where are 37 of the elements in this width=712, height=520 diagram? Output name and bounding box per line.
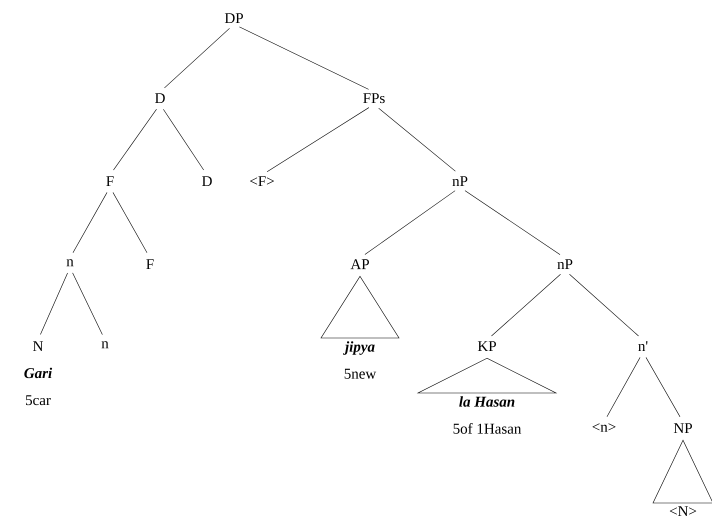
tree-label: n: [102, 341, 109, 348]
tree-label: DP: [224, 13, 243, 24]
tree-label: n': [638, 341, 648, 352]
branch-line: [646, 357, 680, 418]
tree-label: FPs: [363, 93, 385, 104]
leaf-text: la Hasan 5of 1Hasan: [454, 396, 522, 434]
tree-label: KP: [478, 341, 496, 352]
branch-line: [378, 108, 456, 172]
triangle-branch: [652, 440, 712, 504]
branch-line: [364, 190, 456, 255]
tree-label: D: [155, 93, 165, 104]
branch-line: [266, 107, 370, 172]
tree-label: D: [202, 176, 212, 186]
tree-label: F: [106, 176, 114, 186]
branch-line: [72, 192, 108, 254]
branch-line: [112, 192, 148, 254]
branch-line: [464, 190, 560, 255]
branch-line: [72, 272, 103, 335]
tree-label: F: [146, 259, 154, 270]
tree-label: n: [66, 259, 74, 266]
branch-line: [606, 357, 640, 418]
branch-line: [113, 108, 157, 170]
tree-label: nP: [452, 176, 468, 186]
tree-label: AP: [350, 259, 369, 270]
tree-label: nP: [557, 259, 572, 270]
leaf-text: N Gari 5car: [24, 341, 52, 406]
branch-line: [239, 26, 369, 90]
tree-label: NP: [674, 423, 692, 434]
branch-line: [40, 272, 68, 335]
leaf-text: jipya 5new: [343, 341, 376, 379]
tree-label: <F>: [250, 176, 274, 186]
tree-label: <n>: [592, 423, 616, 432]
branch-line: [164, 28, 230, 88]
branch-line: [491, 274, 561, 336]
branch-line: [569, 274, 639, 336]
branch-line: [163, 108, 204, 170]
tree-label: <N>: [670, 506, 696, 516]
